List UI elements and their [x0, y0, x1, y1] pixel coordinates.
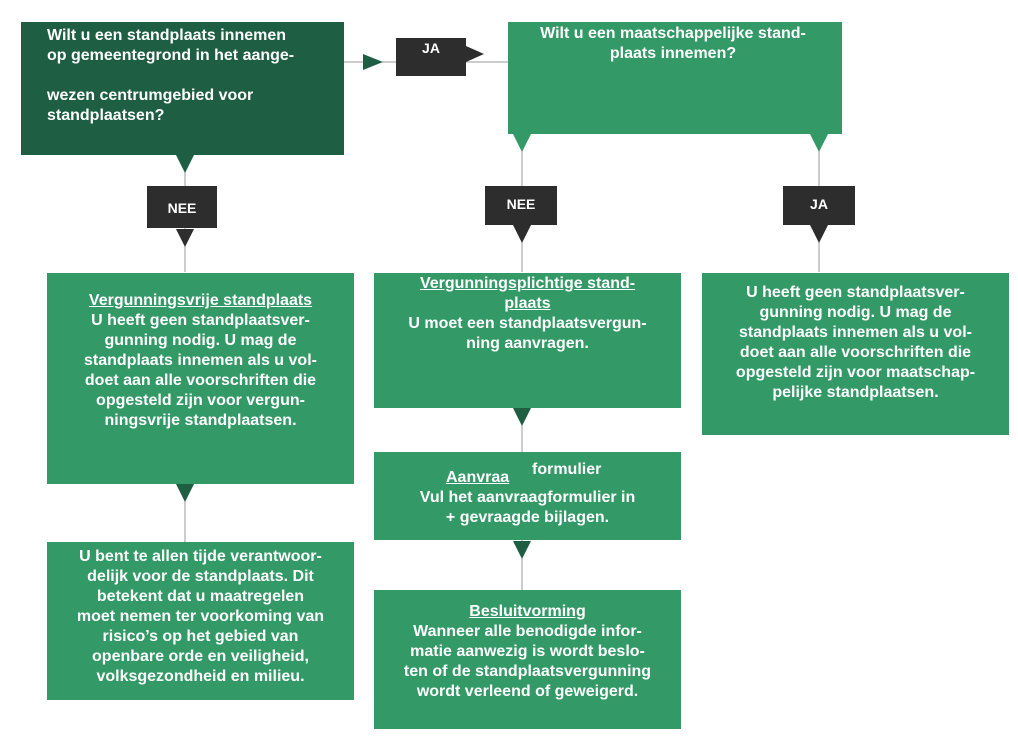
arrow-down: [810, 225, 828, 243]
besluitvorming-body: Wanneer alle benodigde infor- matie aanw…: [403, 623, 652, 700]
maatschappelijk-body: U heeft geen standplaatsver- gunning nod…: [735, 284, 976, 401]
label-nee-1: NEE: [147, 186, 217, 228]
arrow-down: [513, 541, 531, 559]
verantwoordelijk-box: U bent te allen tijde verantwoor- delijk…: [47, 542, 354, 700]
label-ja-2: JA: [783, 186, 855, 225]
label-nee-2: NEE: [485, 186, 557, 225]
arrow-down: [176, 484, 194, 502]
vergunningsvrij-body: U heeft geen standplaatsver- gunning nod…: [84, 312, 317, 429]
arrow-down: [176, 155, 194, 173]
arrow-down: [513, 134, 531, 152]
question-1-box: Wilt u een standplaats innemen op gemeen…: [21, 22, 344, 155]
verantwoordelijk-body: U bent te allen tijde verantwoor- delijk…: [76, 548, 325, 685]
question-1-text: Wilt u een standplaats innemen op gemeen…: [47, 27, 295, 124]
vergunningsplichtig-box: Vergunningsplichtige stand- plaats U moe…: [374, 273, 681, 408]
question-2-text: Wilt u een maatschappelijke stand- plaat…: [540, 25, 806, 62]
arrow-down: [513, 225, 531, 243]
question-2-box: Wilt u een maatschappelijke stand- plaat…: [508, 22, 842, 134]
arrow-right: [363, 54, 383, 70]
aanvraag-title-extra: formulier: [532, 461, 602, 478]
arrow-down: [176, 229, 194, 247]
vergunningsvrij-box: Vergunningsvrije standplaats U heeft gee…: [47, 273, 354, 484]
vergunningsplichtig-title: Vergunningsplichtige stand- plaats: [419, 275, 636, 312]
arrow-down: [810, 134, 828, 152]
vergunningsplichtig-body: U moet een standplaatsvergun- ning aanvr…: [408, 315, 647, 352]
arrow-down: [513, 408, 531, 426]
arrow-right: [466, 46, 484, 62]
aanvraag-body: Vul het aanvraagformulier in + gevraagde…: [419, 489, 636, 526]
aanvraag-title: Aanvraa: [446, 469, 510, 486]
aanvraag-box: Aanvraa formulier Vul het aanvraagformul…: [374, 452, 681, 540]
vergunningsvrij-title: Vergunningsvrije standplaats: [88, 292, 313, 309]
maatschappelijk-box: U heeft geen standplaatsver- gunning nod…: [702, 273, 1009, 435]
label-ja-1: JA: [396, 38, 466, 76]
besluitvorming-title: Besluitvorming: [469, 603, 586, 620]
besluitvorming-box: Besluitvorming Wanneer alle benodigde in…: [374, 590, 681, 729]
